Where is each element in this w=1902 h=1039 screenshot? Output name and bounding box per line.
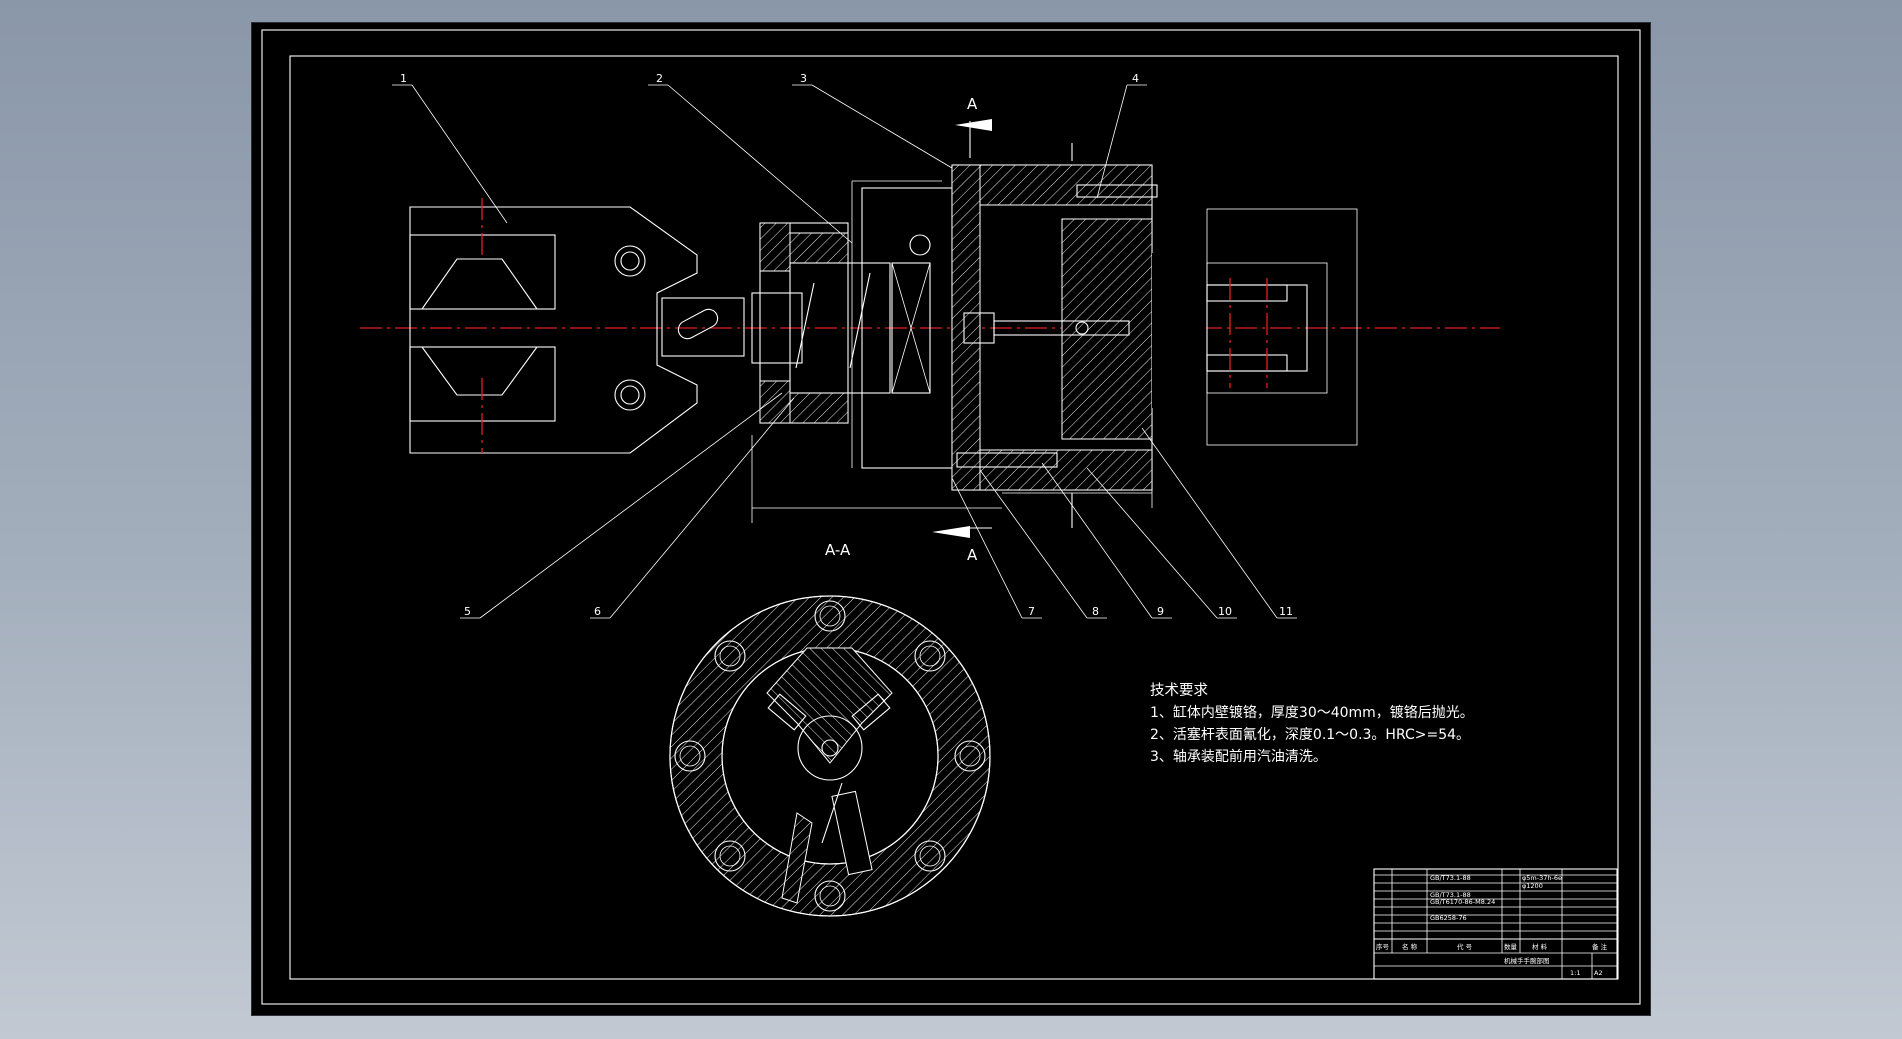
tech-req-item: 1、缸体内壁镀铬，厚度30～40mm，镀铬后抛光。 — [1150, 704, 1474, 721]
part-code: GB/T6170-86-M8.24 — [1430, 898, 1495, 906]
header-label: 序号 — [1376, 942, 1390, 951]
part-number: 4 — [1132, 72, 1139, 85]
tech-req-item: 3、轴承装配前用汽油清洗。 — [1150, 748, 1327, 765]
part-number: 9 — [1157, 605, 1164, 618]
dimension-lines — [751, 435, 1153, 523]
part-number: 1 — [400, 72, 407, 85]
bolt-holes — [674, 600, 986, 912]
title-block: GB/T73.1-88 GB/T73.1-88 GB/T6170-86-M8.2… — [1373, 868, 1618, 980]
section-view-a-a — [669, 595, 991, 917]
technical-requirements: 技术要求 1、缸体内壁镀铬，厚度30～40mm，镀铬后抛光。 2、活塞杆表面氰化… — [1150, 682, 1474, 765]
header-label: 数量 — [1504, 942, 1518, 951]
header-label: 代 号 — [1457, 942, 1473, 951]
tech-req-heading: 技术要求 — [1150, 682, 1208, 699]
header-label: 备 注 — [1592, 942, 1608, 951]
section-arrow-bottom: A — [932, 526, 992, 564]
part-number: 10 — [1218, 605, 1232, 618]
part-number: 8 — [1092, 605, 1099, 618]
part-number: 11 — [1279, 605, 1293, 618]
drawing-name: 机械手手腕部图 — [1504, 956, 1550, 965]
sheet-size: A2 — [1594, 969, 1603, 977]
tech-req-item: 2、活塞杆表面氰化，深度0.1～0.3。HRC>=54。 — [1150, 726, 1470, 743]
part-number: 3 — [800, 72, 807, 85]
part-number: 7 — [1028, 605, 1035, 618]
section-label-bottom: A — [967, 546, 978, 564]
part-number-labels: 1 2 3 4 5 6 7 8 9 10 11 — [400, 72, 1293, 618]
header-label: 名 称 — [1402, 942, 1418, 951]
section-label-top: A — [967, 95, 978, 113]
sheet-ratio: 1:1 — [1570, 969, 1580, 977]
part-note: φ1200 — [1522, 882, 1543, 890]
sheet-border — [261, 29, 1641, 1005]
part-number: 2 — [656, 72, 663, 85]
part-number: 5 — [464, 605, 471, 618]
section-arrow-top: A — [955, 95, 992, 158]
part-code: GB/T73.1-88 — [1430, 874, 1471, 882]
part-number: 6 — [594, 605, 601, 618]
part-code: GB/T73.1-88 — [1430, 891, 1471, 899]
wrist-housing — [751, 143, 1158, 528]
gripper-jaws — [409, 198, 745, 454]
cad-drawing-viewport[interactable]: A A 1 2 3 4 5 6 7 8 9 10 11 A-A — [252, 23, 1650, 1015]
rear-shaft — [1152, 208, 1358, 446]
section-view-title: A-A — [825, 541, 851, 559]
part-leaders — [392, 84, 1297, 619]
part-code: GB6258-76 — [1430, 914, 1467, 922]
header-label: 材 料 — [1532, 942, 1548, 951]
drawing-canvas: A A 1 2 3 4 5 6 7 8 9 10 11 A-A — [261, 29, 1641, 1005]
part-note: φ5m-37h-6e — [1522, 874, 1562, 882]
